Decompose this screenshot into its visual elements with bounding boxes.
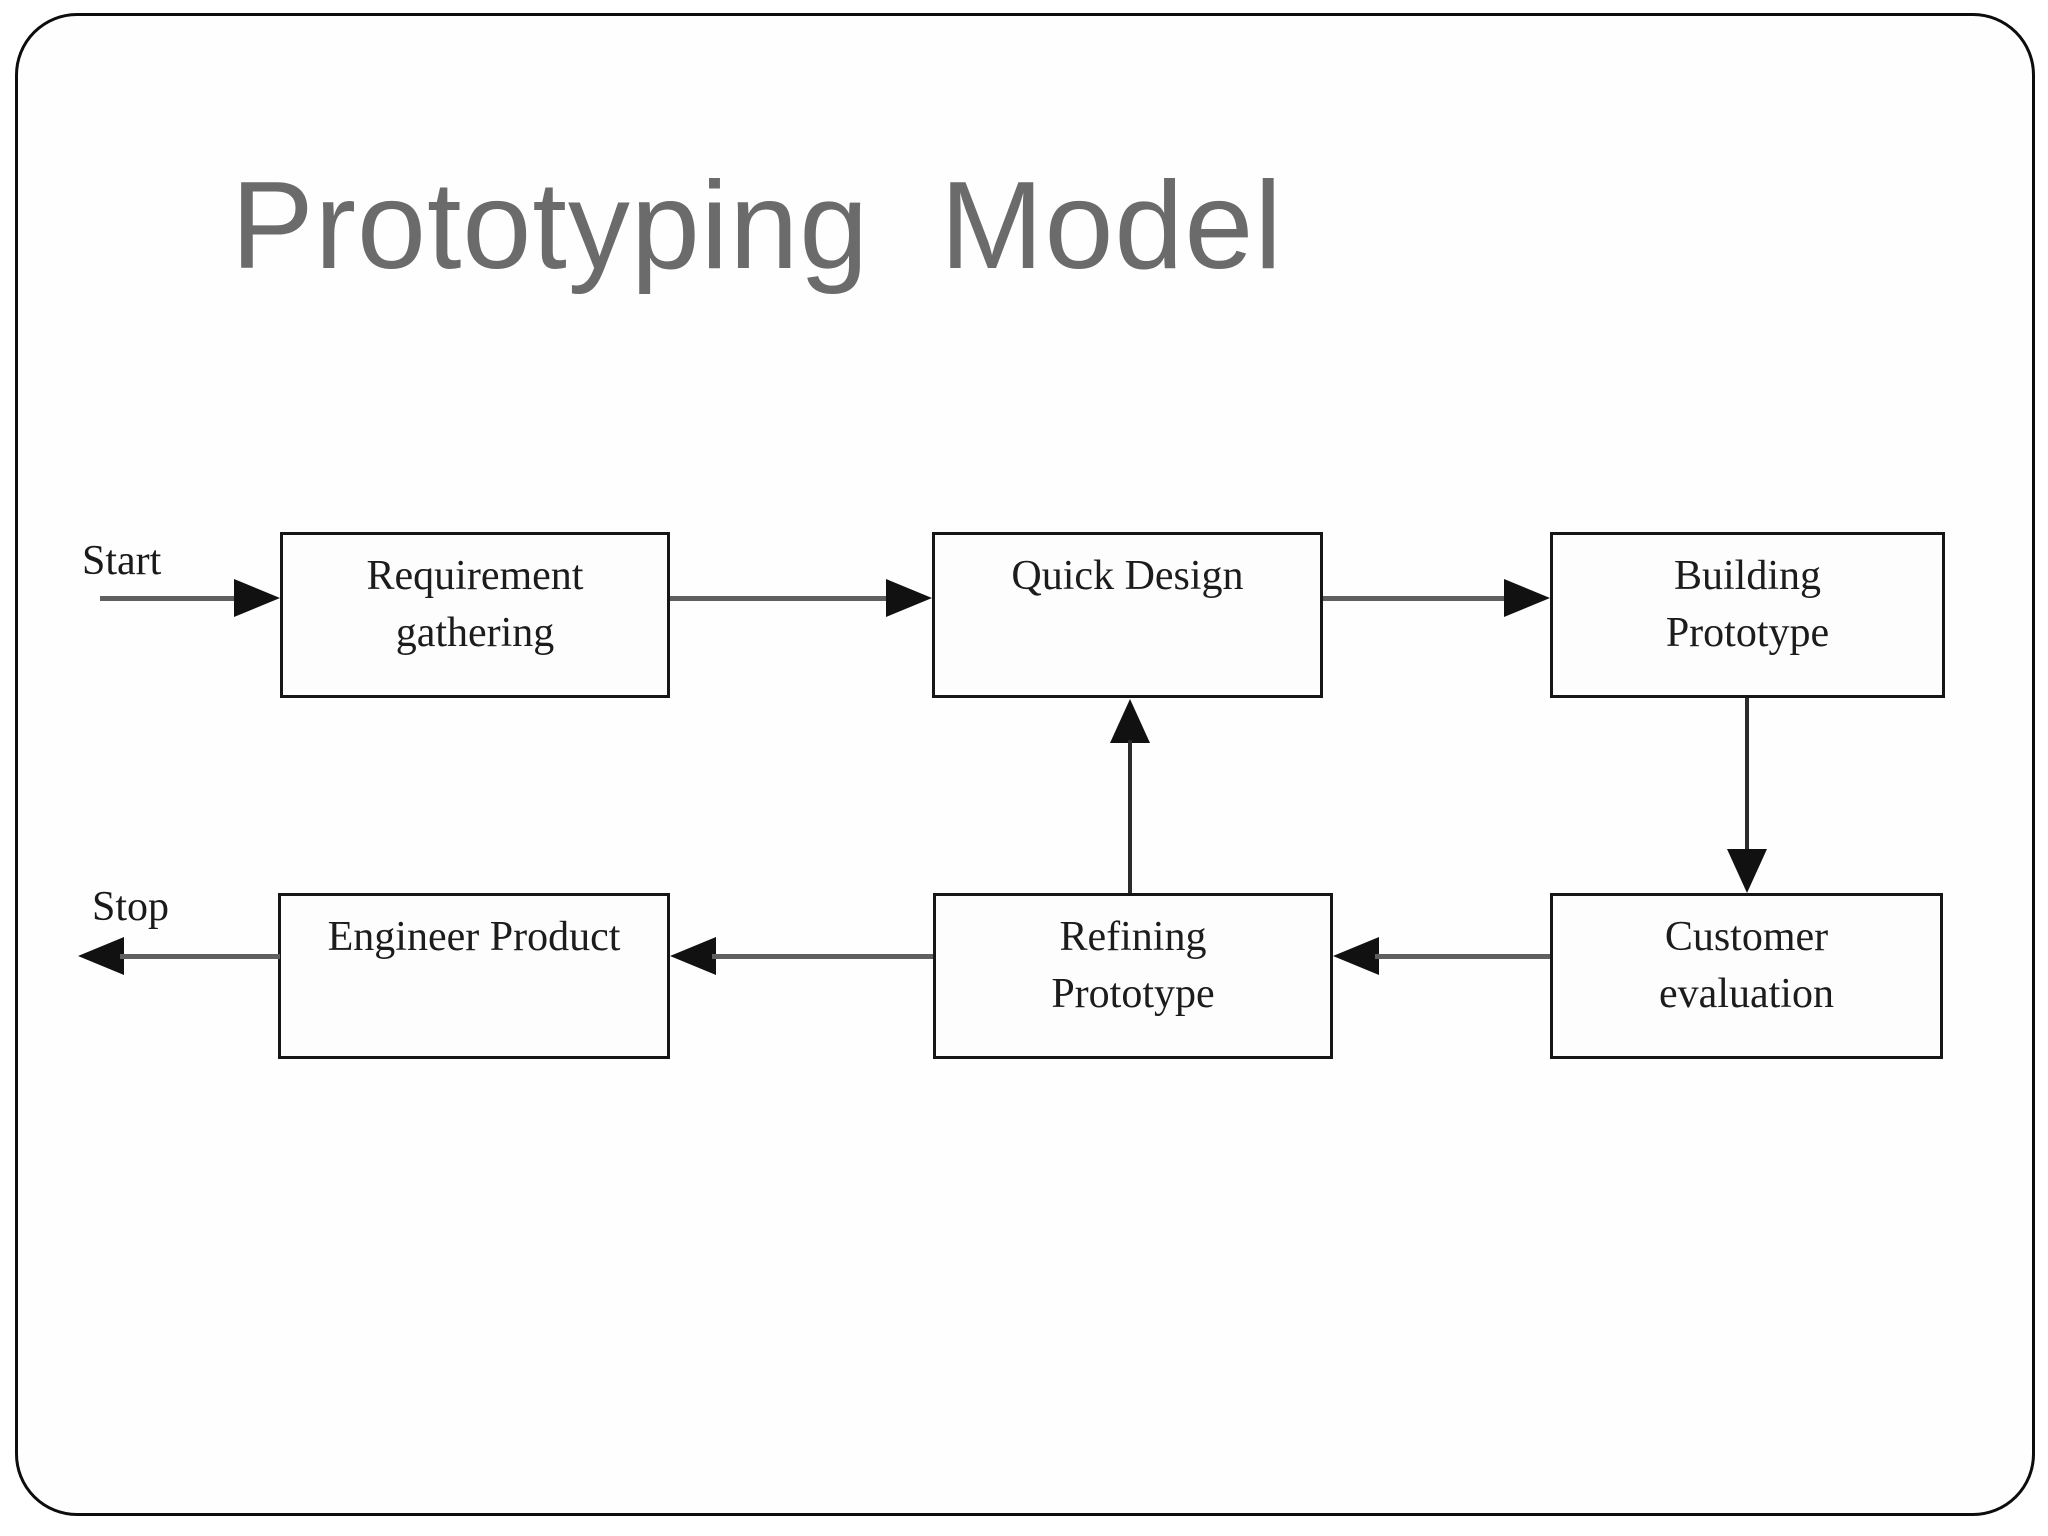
node-refining-prototype: Refining Prototype xyxy=(933,893,1333,1059)
arrowhead-right-icon xyxy=(1504,579,1550,617)
arrowhead-left-icon xyxy=(78,937,124,975)
edge-engineer-to-stop-line xyxy=(120,954,280,959)
start-label: Start xyxy=(82,538,162,584)
node-engineer-product-label: Engineer Product xyxy=(327,914,621,960)
edge-requirement-to-quickdesign-line xyxy=(670,596,892,601)
stop-label: Stop xyxy=(92,884,170,930)
node-customer-evaluation: Customer evaluation xyxy=(1550,893,1943,1059)
node-requirement-gathering-label: Requirement gathering xyxy=(366,553,584,656)
edge-refining-to-engineer-line xyxy=(712,954,933,959)
edge-building-to-customer-line xyxy=(1745,698,1749,851)
edge-refining-to-quickdesign-line xyxy=(1128,740,1132,893)
page-title: Prototyping Model xyxy=(231,157,1283,295)
edge-quickdesign-to-building-line xyxy=(1323,596,1508,601)
node-engineer-product: Engineer Product xyxy=(278,893,670,1059)
node-quick-design-label: Quick Design xyxy=(1011,553,1244,599)
node-customer-evaluation-label: Customer evaluation xyxy=(1659,914,1834,1017)
arrowhead-down-icon xyxy=(1727,849,1767,893)
node-building-prototype: Building Prototype xyxy=(1550,532,1945,698)
slide-border xyxy=(15,13,2035,1516)
arrowhead-left-icon xyxy=(670,937,716,975)
node-requirement-gathering: Requirement gathering xyxy=(280,532,670,698)
edge-customer-to-refining-line xyxy=(1375,954,1550,959)
edge-start-to-requirement-line xyxy=(100,596,238,601)
arrowhead-right-icon xyxy=(886,579,932,617)
node-quick-design: Quick Design xyxy=(932,532,1323,698)
arrowhead-right-icon xyxy=(234,579,280,617)
arrowhead-up-icon xyxy=(1110,699,1150,743)
arrowhead-left-icon xyxy=(1333,937,1379,975)
node-building-prototype-label: Building Prototype xyxy=(1665,553,1830,656)
node-refining-prototype-label: Refining Prototype xyxy=(1051,914,1215,1017)
